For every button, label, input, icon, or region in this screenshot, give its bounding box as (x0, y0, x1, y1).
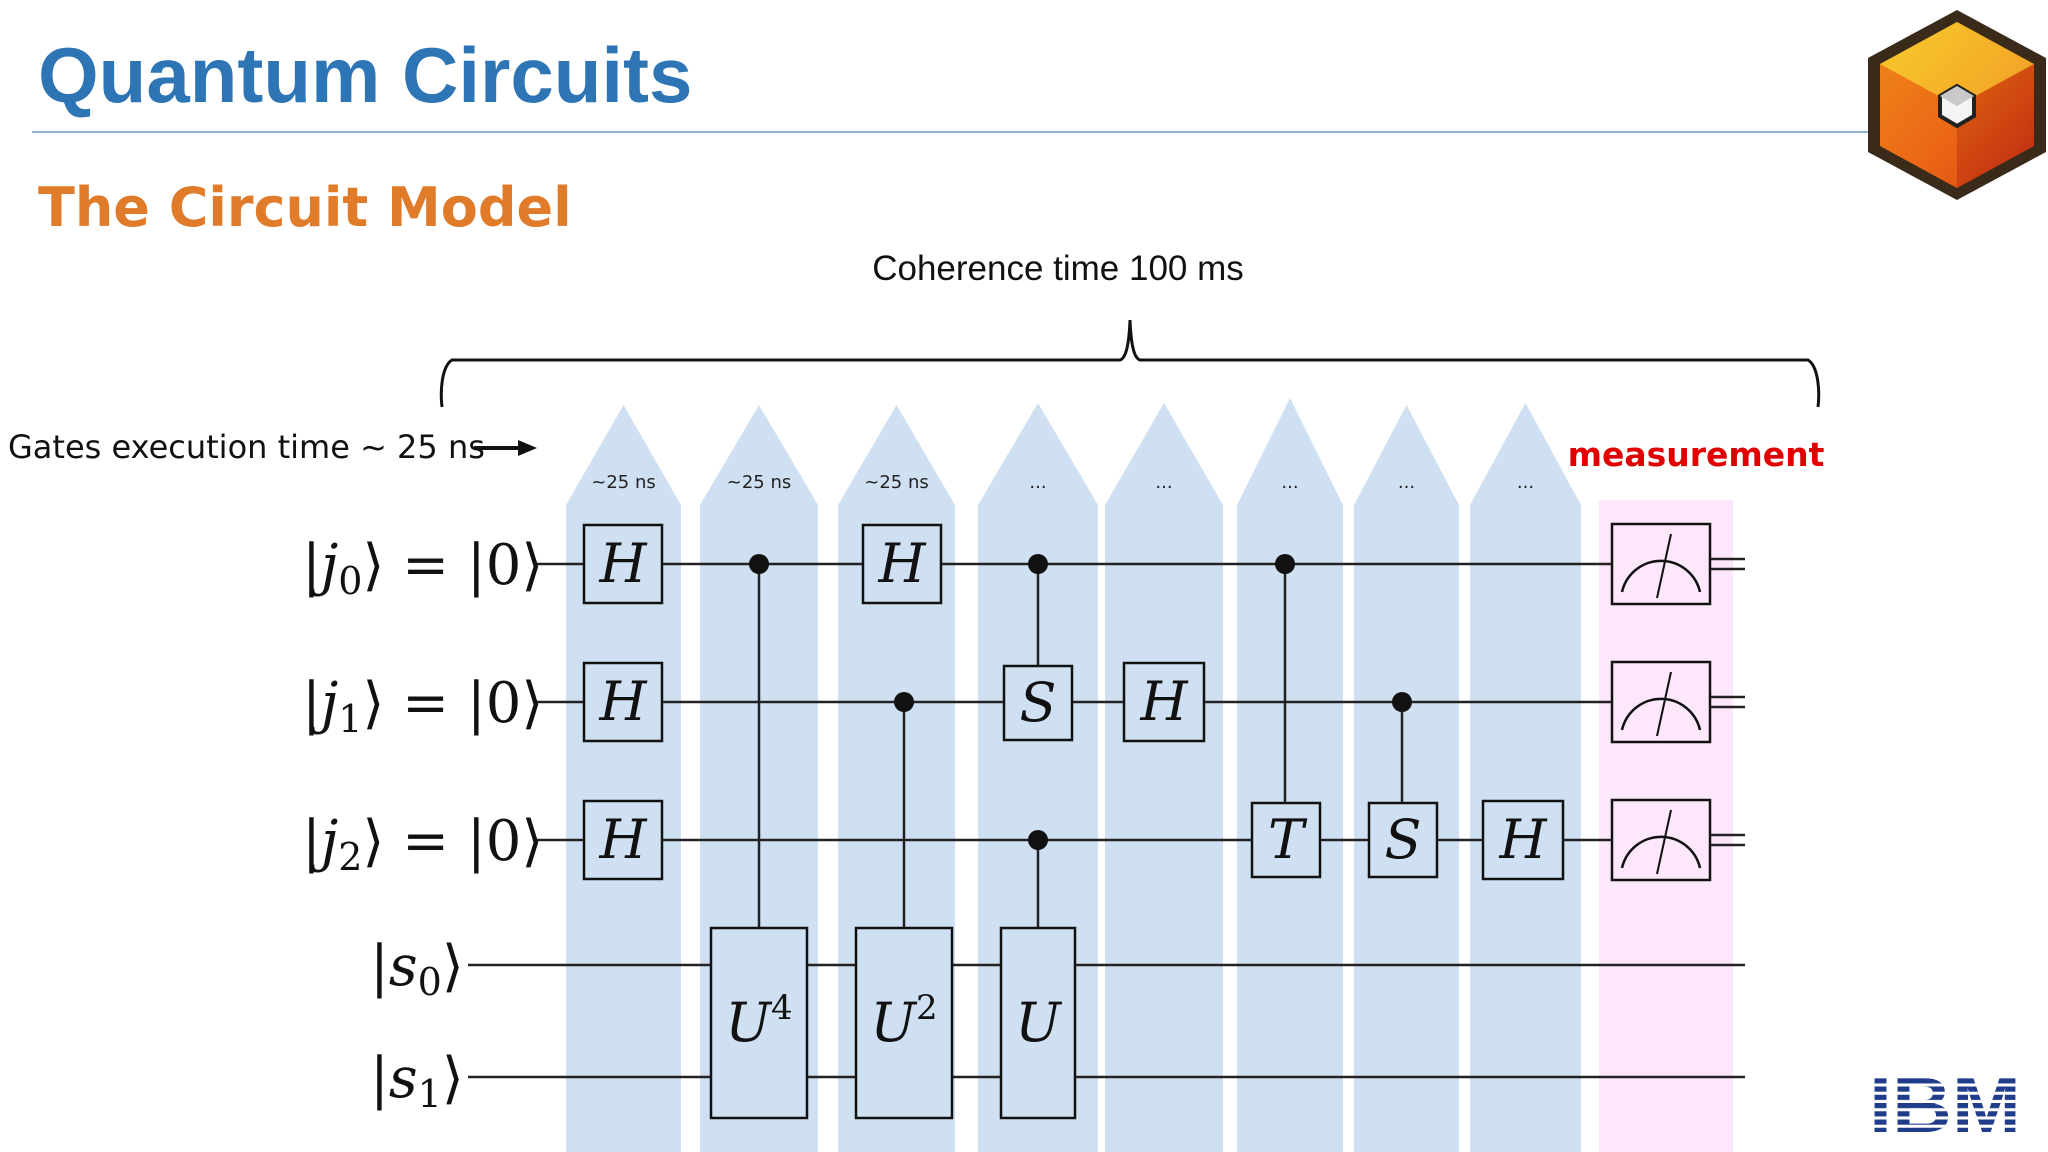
gate-u2-box (854, 926, 954, 1120)
meter-box-3 (1610, 798, 1712, 882)
gate-column-5 (1105, 403, 1223, 1152)
gate-h-j2-col8-box (1481, 799, 1565, 881)
title-divider (32, 131, 1872, 133)
gate-h-j1-col1-box (582, 661, 664, 743)
gate-h-j0-col1-box (582, 523, 664, 605)
column-time-labels: ~25 ns ~25 ns ~25 ns............... (591, 472, 1534, 493)
cube-logo-icon (1868, 10, 2046, 200)
gate-u-box (999, 926, 1077, 1120)
control-lines (749, 554, 1412, 928)
control-u-dot (1028, 830, 1048, 850)
gate-h-j2-col1-label: H (598, 808, 647, 871)
gate-h-j2-col8-label: H (1498, 808, 1547, 871)
gate-u4-box (709, 926, 809, 1120)
gates-execution-time-label: Gates execution time ~ 25 ns (8, 428, 485, 466)
gate-h-j1-col5-box (1122, 661, 1206, 743)
gate-s-j2-label: S (1385, 808, 1422, 871)
column-time-label-2: ~25 ns (727, 472, 792, 493)
gate-t-j2-label: T (1268, 808, 1308, 871)
control-s2-dot (1392, 692, 1412, 712)
control-s-dot (1028, 554, 1048, 574)
coherence-brace (439, 319, 1821, 408)
gate-column-7 (1354, 405, 1459, 1152)
meter-needle-3 (1656, 809, 1672, 875)
meter-needle-1 (1656, 533, 1672, 599)
control-u2-dot (894, 692, 914, 712)
meter-needle-2 (1656, 671, 1672, 737)
gate-column-6 (1237, 398, 1343, 1152)
measurement-label: measurement (1568, 435, 1825, 474)
ibm-logo-text: IBM (1869, 1070, 2021, 1136)
gate-u-label: U (1015, 991, 1062, 1054)
control-t-dot (1275, 554, 1295, 574)
meter-box-1 (1610, 522, 1712, 606)
qubit-labels: |j0⟩ = |0⟩ |j1⟩ = |0⟩ |j2⟩ = |0⟩ |s0⟩ |s1⟩ (302, 533, 543, 1116)
column-time-label-8: ... (1517, 472, 1534, 493)
gate-u2-label: U2 (870, 988, 937, 1054)
gate-column-1 (566, 405, 681, 1152)
qubit-label-3: |j2⟩ = |0⟩ (302, 809, 543, 879)
measurement-meters (1610, 522, 1712, 882)
gate-column-8 (1470, 403, 1581, 1152)
control-u4-dot (749, 554, 769, 574)
gate-t-j2-box (1250, 801, 1322, 879)
meter-arc-2 (1620, 697, 1702, 731)
page-subtitle: The Circuit Model (38, 176, 572, 239)
meter-arc-1 (1620, 559, 1702, 593)
gate-s-j1-box (1002, 664, 1074, 742)
page-title: Quantum Circuits (38, 31, 693, 119)
qubit-label-4: |s0⟩ (370, 934, 464, 1004)
gate-h-j0-col1-label: H (598, 532, 647, 595)
gate-h-j0-col3-label: H (877, 532, 926, 595)
gate-h-j2-col1-box (582, 799, 664, 881)
column-time-label-4: ... (1029, 472, 1046, 493)
column-time-label-7: ... (1398, 472, 1415, 493)
qubit-label-2: |j1⟩ = |0⟩ (302, 671, 543, 741)
gates: H H H U4 H U2 S U H T S H (582, 523, 1565, 1120)
column-time-label-3: ~25 ns (864, 472, 929, 493)
gate-s-j1-label: S (1020, 671, 1057, 734)
gate-u4-label: U4 (725, 988, 792, 1054)
gate-s-j2-box (1367, 801, 1439, 879)
ibm-logo: IBM (1869, 1070, 2021, 1136)
column-time-label-5: ... (1155, 472, 1172, 493)
gate-h-j1-col5-label: H (1139, 670, 1188, 733)
gate-h-j1-col1-label: H (598, 670, 647, 733)
qubit-label-5: |s1⟩ (370, 1046, 464, 1116)
coherence-time-label: Coherence time 100 ms (872, 249, 1244, 288)
gates-time-arrow (474, 440, 537, 456)
meter-arc-3 (1620, 835, 1702, 869)
meter-box-2 (1610, 660, 1712, 744)
column-time-label-6: ... (1281, 472, 1298, 493)
gate-h-j0-col3-box (861, 523, 943, 605)
column-time-label-1: ~25 ns (591, 472, 656, 493)
qubit-label-1: |j0⟩ = |0⟩ (302, 533, 543, 603)
